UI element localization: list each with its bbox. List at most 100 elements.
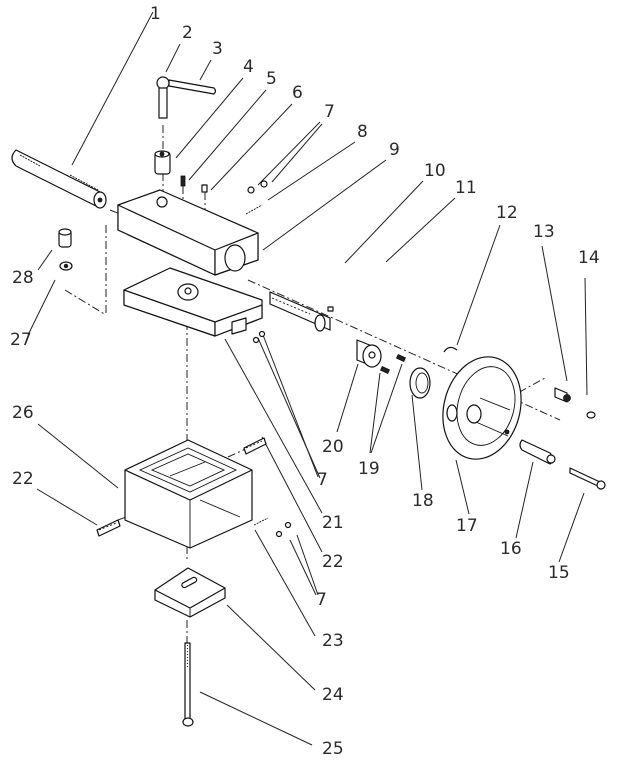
feed-screw-collar	[314, 314, 326, 332]
screw-7-low-a	[284, 521, 292, 529]
leader-21	[224, 338, 323, 514]
leader-6	[210, 103, 293, 191]
part-12-retaining-ring	[443, 346, 458, 353]
hand-wheel-spoke-b	[475, 421, 509, 437]
label-22-right: 22	[322, 552, 344, 572]
leader-26	[37, 423, 119, 489]
label-5: 5	[266, 69, 277, 89]
leader-16	[515, 461, 534, 539]
label-17: 17	[456, 516, 478, 536]
label-7-low: 7	[316, 590, 327, 610]
leader-7a2	[271, 123, 323, 183]
part-17-hand-wheel	[442, 356, 522, 460]
handle-nut-13-hole	[563, 394, 571, 402]
part-20-bracket	[356, 339, 382, 368]
top-slide-hole	[156, 196, 168, 208]
screw-7b	[260, 180, 268, 188]
swivel-base-pocket-inner	[150, 453, 226, 487]
part-24-clamp-block	[154, 567, 226, 618]
gib-strip-8	[245, 204, 263, 215]
dial-ring-outer	[409, 367, 431, 399]
rod-end-hole	[97, 197, 103, 203]
part-2-3-lever	[156, 76, 217, 119]
hand-wheel-rim-inner	[456, 366, 516, 446]
leader-22-right	[261, 436, 323, 553]
part-26-swivel-base	[124, 439, 253, 549]
label-7-mid: 7	[317, 470, 328, 490]
leader-10	[344, 180, 424, 264]
label-20: 20	[322, 437, 344, 457]
hand-wheel-rim-outer	[442, 356, 522, 460]
lever-stud	[158, 87, 168, 119]
rod-thread-end	[19, 154, 41, 167]
screw-7-mid-b	[252, 336, 260, 344]
part-labels: 1 2 3 4 5 6 7 8 9 10 11 12 13 14 15 16 1…	[10, 4, 600, 759]
clamp-block-slot	[181, 576, 198, 589]
leader-25	[199, 691, 313, 746]
label-3: 3	[212, 39, 223, 59]
stud-22-right-thread	[245, 440, 263, 449]
center-line-rod	[109, 209, 126, 217]
long-bolt-head	[182, 717, 194, 727]
leader-22-left	[36, 488, 98, 526]
feed-screw-thread	[271, 297, 311, 315]
bracket-hole	[368, 351, 376, 359]
screw-7a	[247, 186, 255, 194]
label-23: 23	[322, 631, 344, 651]
label-18: 18	[412, 491, 434, 511]
leader-13	[541, 245, 568, 382]
leader-8	[267, 141, 356, 201]
label-13: 13	[533, 222, 555, 242]
part-11-key	[327, 306, 334, 312]
swivel-base-side-slot	[199, 499, 241, 518]
leader-11	[385, 197, 456, 263]
label-9: 9	[389, 140, 400, 160]
label-12: 12	[496, 203, 518, 223]
leader-27	[27, 279, 56, 336]
part-27-28	[58, 228, 73, 271]
label-1: 1	[150, 4, 161, 24]
handle-bolt-head	[596, 480, 606, 490]
leader-18	[411, 394, 423, 491]
part-19-set-screw-b	[379, 365, 391, 375]
handle-bolt-shank	[569, 467, 601, 488]
leader-7a1	[257, 121, 321, 186]
label-22-left: 22	[12, 469, 34, 489]
lever-nut-head	[156, 76, 170, 90]
leader-17	[455, 459, 470, 515]
screw-7-mid-a	[258, 330, 266, 338]
hand-wheel-hub	[466, 404, 482, 424]
leader-3	[199, 59, 212, 81]
leader-19a	[369, 372, 381, 454]
part-23-lower-gib	[253, 517, 292, 538]
part-10-feed-screw	[269, 291, 331, 332]
label-10: 10	[424, 161, 446, 181]
part-9-top-slide	[117, 189, 259, 276]
hand-wheel-pin-hole	[504, 429, 510, 435]
part-7-8-top-gib	[245, 180, 268, 215]
label-11: 11	[455, 178, 477, 198]
leader-23	[254, 529, 316, 637]
part-19-set-screw-a	[395, 353, 407, 363]
rod-thread	[69, 174, 99, 191]
label-25: 25	[322, 739, 344, 759]
leader-28	[37, 249, 53, 271]
hand-wheel-spoke-a	[479, 397, 511, 411]
part-5-set-screw	[180, 175, 186, 187]
swivel-base-pocket-outer	[138, 447, 238, 493]
leader-7b2	[262, 334, 319, 478]
dial-ring-inner	[415, 372, 429, 394]
label-27: 27	[10, 330, 32, 350]
gib-strip-23	[253, 517, 269, 526]
label-16: 16	[500, 539, 522, 559]
leader-1	[71, 11, 154, 166]
label-26: 26	[12, 403, 34, 423]
leader-9	[262, 159, 387, 251]
label-28: 28	[12, 268, 34, 288]
leader-5	[188, 89, 267, 181]
part-15-handle-bolt	[569, 467, 606, 490]
stud-22-right	[243, 437, 267, 455]
leader-2	[165, 43, 181, 73]
label-14: 14	[578, 248, 600, 268]
leader-15	[558, 492, 585, 563]
